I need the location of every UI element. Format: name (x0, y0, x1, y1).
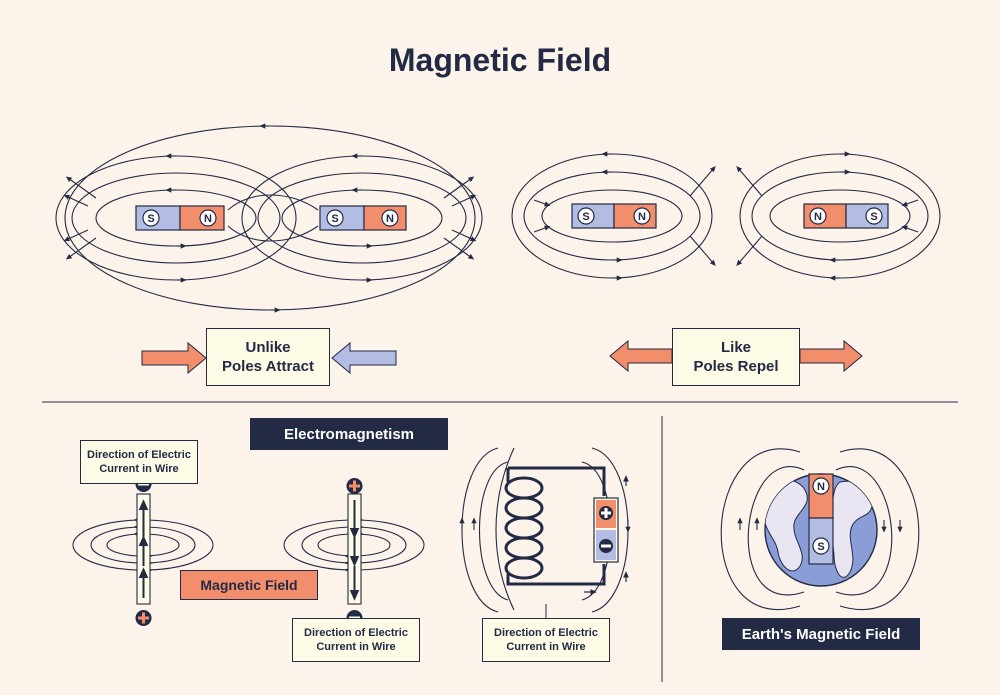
north-pole-letter: N (817, 481, 825, 493)
solenoid-field (459, 447, 631, 613)
south-pole-letter: S (582, 211, 589, 223)
repel-magnet-left: S N (571, 203, 657, 229)
attract-arrow-left (331, 341, 397, 375)
unlike-poles-text: Unlike Poles Attract (222, 338, 314, 376)
north-pole-letter: N (386, 213, 394, 225)
north-pole-letter: N (814, 211, 822, 223)
current-direction-text: Direction of Electric Current in Wire (494, 626, 598, 653)
attract-field-lines (55, 123, 483, 313)
earth-field (720, 448, 920, 610)
unlike-poles-label: Unlike Poles Attract (206, 328, 330, 386)
repel-field-lines (511, 151, 941, 281)
wire-right (346, 478, 363, 626)
like-poles-label: Like Poles Repel (672, 328, 800, 386)
electromagnetism-text: Electromagnetism (283, 425, 415, 443)
south-pole-letter: S (870, 211, 877, 223)
current-direction-text: Direction of Electric Current in Wire (87, 448, 191, 475)
current-direction-label-1: Direction of Electric Current in Wire (80, 440, 198, 484)
earth-field-text: Earth's Magnetic Field (741, 625, 901, 643)
earth-globe-icon: N S (764, 473, 878, 587)
repel-arrow-right (799, 339, 863, 373)
repel-magnet-right: N S (803, 203, 889, 229)
north-pole-letter: N (204, 213, 212, 225)
solenoid-battery (584, 475, 629, 595)
south-pole-letter: S (817, 541, 824, 553)
current-direction-text: Direction of Electric Current in Wire (304, 626, 408, 653)
north-pole-letter: N (638, 211, 646, 223)
magnetic-field-label: Magnetic Field (180, 570, 318, 600)
repel-arrow-left (609, 339, 673, 373)
electromagnetism-heading: Electromagnetism (250, 418, 448, 450)
solenoid-coil (504, 466, 606, 586)
south-pole-letter: S (331, 213, 338, 225)
attract-outer-loop (64, 125, 476, 311)
wire-left (135, 476, 152, 626)
page-title: Magnetic Field (388, 42, 612, 78)
current-direction-label-3: Direction of Electric Current in Wire (482, 618, 610, 662)
south-pole-letter: S (147, 213, 154, 225)
attract-magnet-right: S N (319, 205, 407, 231)
attract-magnet-left: S N (135, 205, 225, 231)
earth-field-heading: Earth's Magnetic Field (722, 618, 920, 650)
attract-arrow-right (141, 341, 207, 375)
current-direction-label-2: Direction of Electric Current in Wire (292, 618, 420, 662)
magnetic-field-text: Magnetic Field (200, 576, 298, 593)
like-poles-text: Like Poles Repel (693, 338, 779, 376)
